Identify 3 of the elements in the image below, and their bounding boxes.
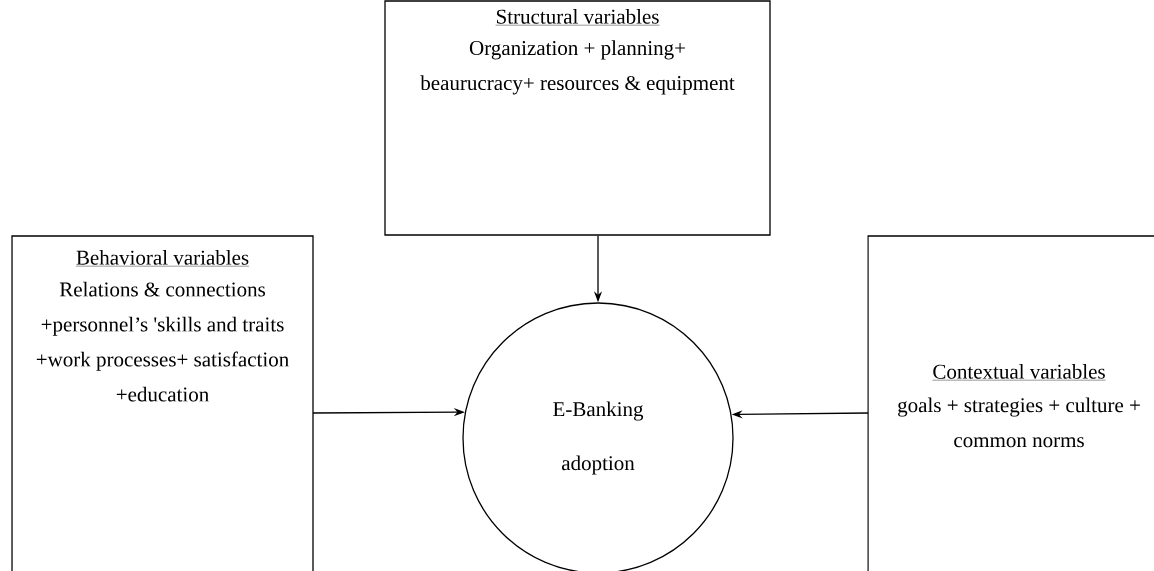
- variable-box: Behavioral variables Relations & connections +personnel’s 'skills and traits +work processes+ satisfaction +education: [11, 235, 314, 571]
- variable-box: Contextual variables goals + strategies + culture + common norms: [867, 235, 1154, 571]
- variable-box: Structural variables Organization + planning+ beaurucracy+ resources & equipment: [384, 0, 771, 236]
